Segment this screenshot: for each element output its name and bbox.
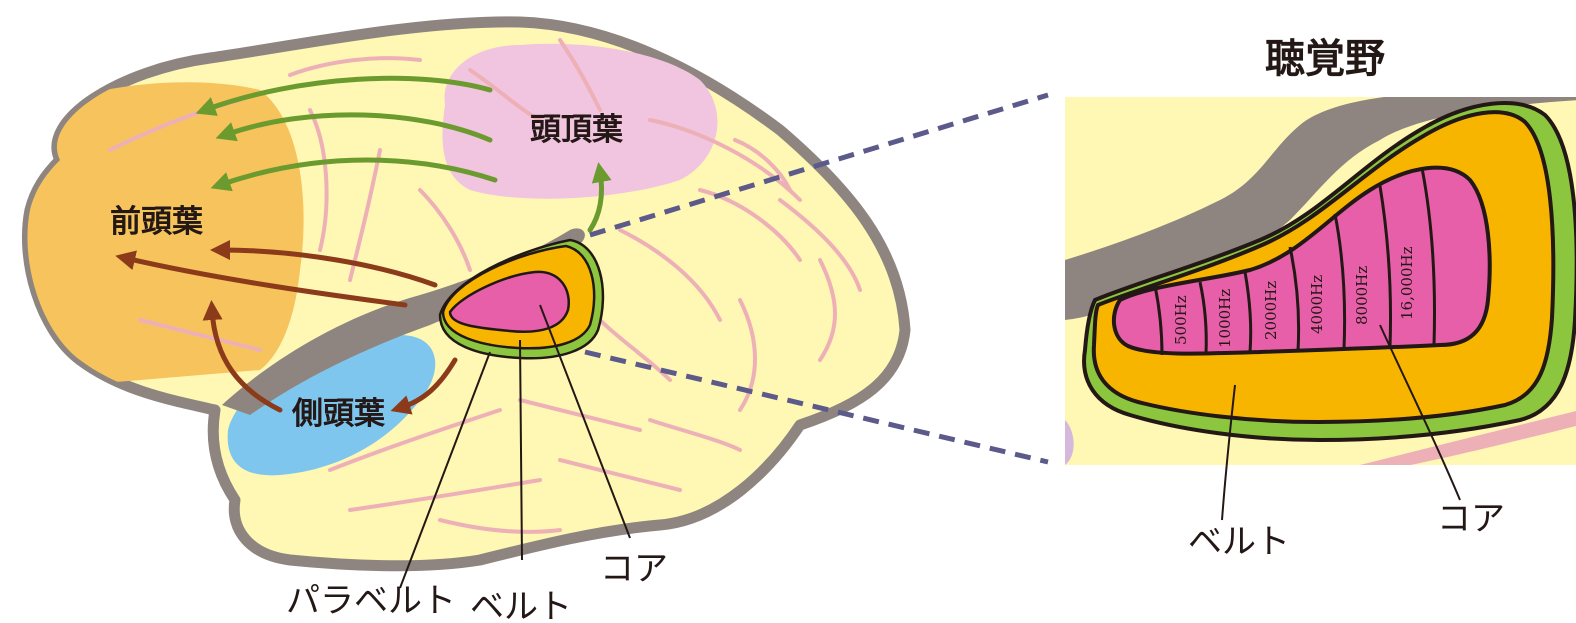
parietal-lobe-label: 頭頂葉: [530, 112, 624, 148]
freq-label-8000: 8000Hz: [1353, 266, 1371, 325]
core-callout-label: コア: [600, 549, 668, 589]
zoom-core-callout-label: コア: [1437, 499, 1505, 539]
freq-label-16000: 16,000Hz: [1398, 246, 1416, 320]
auditory-cortex-zoom-panel: 500Hz 1000Hz 2000Hz 4000Hz 8000Hz 16,000…: [1065, 90, 1576, 470]
freq-label-2000: 2000Hz: [1262, 281, 1280, 340]
freq-label-1000: 1000Hz: [1216, 289, 1234, 348]
freq-label-4000: 4000Hz: [1308, 275, 1326, 334]
freq-label-500: 500Hz: [1172, 295, 1190, 345]
belt-callout-label: ベルト: [470, 587, 572, 623]
temporal-lobe-label: 側頭葉: [291, 396, 386, 432]
zoom-belt-callout-label: ベルト: [1188, 522, 1290, 562]
brain: 前頭葉 頭頂葉 側頭葉: [20, 22, 905, 566]
auditory-cortex-title: 聴覚野: [1265, 36, 1385, 82]
parabelt-callout-label: パラベルト: [286, 581, 456, 621]
frontal-lobe-label: 前頭葉: [110, 204, 204, 240]
